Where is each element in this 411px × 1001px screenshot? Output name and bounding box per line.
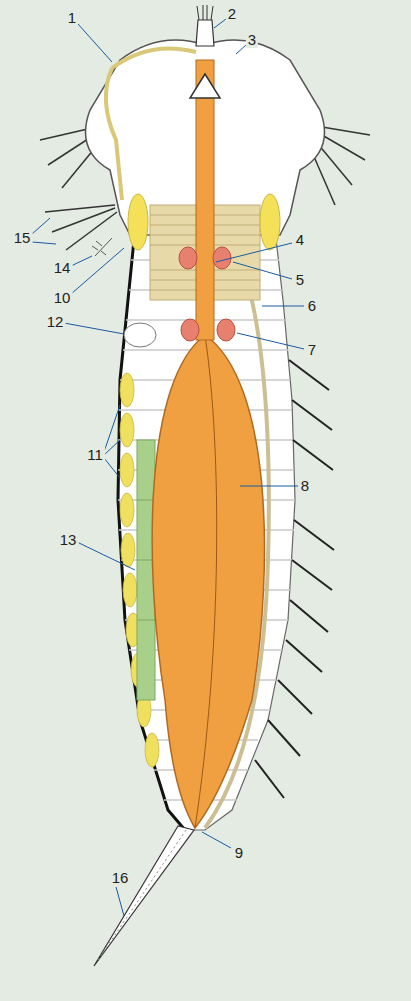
- callout-number: 14: [52, 260, 73, 276]
- antennule: [196, 20, 214, 46]
- shield-edge: [106, 48, 196, 200]
- green-division: [137, 620, 155, 621]
- callout-number: 7: [306, 342, 318, 358]
- leader-line: [32, 242, 56, 244]
- leader-line: [240, 486, 298, 487]
- yellow-lobe: [123, 573, 137, 607]
- callout-number: 3: [246, 32, 258, 48]
- tail-spine: [94, 826, 194, 966]
- seta-spine: [290, 600, 328, 632]
- bristle: [211, 6, 213, 20]
- leader-line: [116, 887, 124, 916]
- feathered-seta: [92, 238, 112, 256]
- red-organ: [181, 319, 199, 341]
- yellow-lobe: [120, 373, 134, 407]
- leader-line: [104, 440, 120, 455]
- callout-number: 11: [85, 447, 105, 463]
- seta-line: [96, 241, 102, 246]
- tail-midline: [98, 830, 186, 960]
- leg-branch: [66, 212, 117, 250]
- antennule-bristles: [197, 5, 213, 20]
- callout-number: 6: [306, 298, 318, 314]
- seta-spine: [293, 440, 333, 470]
- leader-line: [214, 19, 226, 28]
- yellow-lobe: [145, 733, 159, 767]
- leader-lines: [32, 19, 304, 916]
- esophagus: [196, 60, 214, 340]
- leader-line: [104, 458, 120, 478]
- mouth-triangle: [190, 74, 220, 98]
- leg-branch: [45, 205, 115, 212]
- gut: [152, 335, 264, 828]
- seta-spine: [294, 520, 334, 550]
- seta-spine: [289, 360, 329, 390]
- bristle: [197, 6, 199, 20]
- leader-line: [104, 405, 120, 452]
- red-organ: [179, 247, 197, 269]
- callout-number: 12: [45, 314, 66, 330]
- leader-line: [77, 542, 135, 570]
- bristle: [207, 5, 208, 20]
- seta-spine: [292, 560, 332, 590]
- yellow-lobe: [120, 493, 134, 527]
- leader-line: [237, 333, 304, 349]
- leader-line: [32, 218, 50, 234]
- seta-line: [101, 251, 106, 255]
- white-organ: [124, 323, 156, 347]
- leader-line: [202, 832, 231, 848]
- bristle: [203, 5, 204, 20]
- callout-number: 2: [226, 6, 238, 22]
- green-division: [137, 500, 155, 501]
- leader-line: [262, 306, 304, 307]
- seta-spine: [286, 640, 322, 672]
- yellow-gland: [260, 194, 280, 250]
- leader-line: [233, 262, 292, 279]
- seta-line: [95, 238, 112, 256]
- callout-number: 1: [66, 10, 78, 26]
- red-organ: [213, 247, 231, 269]
- seta-line: [92, 246, 98, 250]
- yellow-lobe: [121, 533, 135, 567]
- yellow-gland: [128, 194, 148, 250]
- leader-line: [64, 323, 124, 334]
- seta-spine: [255, 760, 284, 798]
- seta-spine: [268, 720, 300, 756]
- seta-spine: [278, 680, 312, 714]
- leader-line: [78, 24, 112, 62]
- yellow-lobe: [120, 453, 134, 487]
- callout-number: 4: [294, 232, 306, 248]
- callout-number: 5: [294, 272, 306, 288]
- callout-number: 9: [233, 845, 245, 861]
- callout-number: 13: [58, 532, 79, 548]
- leader-line: [216, 243, 292, 262]
- leader-line: [236, 45, 246, 54]
- leader-line: [71, 248, 124, 294]
- seta-spine: [292, 400, 332, 430]
- callout-number: 16: [110, 870, 131, 886]
- leader-line: [71, 256, 92, 266]
- callout-number: 8: [299, 478, 311, 494]
- gut-midline: [195, 335, 217, 828]
- yellow-lobe: [120, 413, 134, 447]
- red-organ: [217, 319, 235, 341]
- callout-number: 15: [12, 230, 33, 246]
- callout-number: 10: [52, 290, 73, 306]
